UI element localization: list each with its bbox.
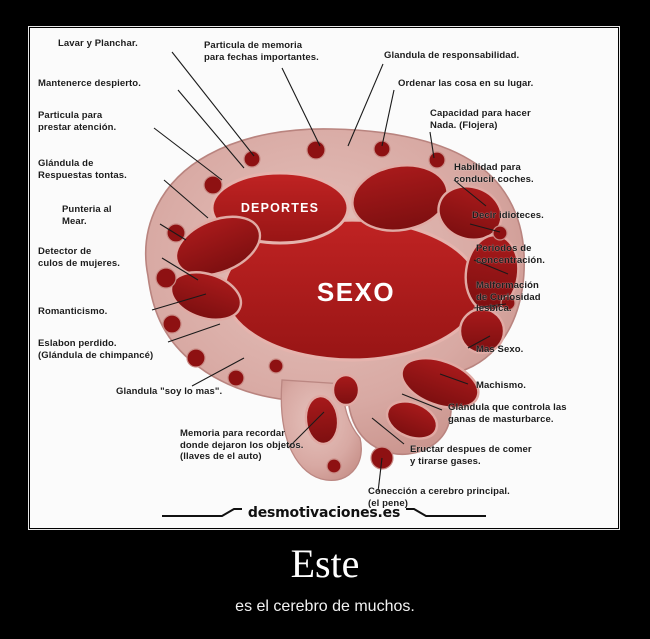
callout-ordenar-las-cosas: Ordenar las cosa en su lugar. [398,78,534,89]
callout-romanticismo: Romanticismo. [38,306,108,317]
callout-particula-memoria-fechas: Particula de memoria para fechas importa… [204,40,319,63]
callout-periodos-concentracion: Periodos de concentración. [476,243,545,266]
callout-conexion-cerebro-principal: Conección a cerebro principal. (el pene) [368,486,510,509]
callout-punteria-al-mear: Punteria al Mear. [62,204,112,227]
poster-subtitle: es el cerebro de muchos. [235,598,415,615]
callout-malformacion-curiosidad-lesbica: Malformación de Curiosidad lesbica. [476,280,541,314]
callout-capacidad-hacer-nada: Capacidad para hacer Nada. (Flojera) [430,108,531,131]
callout-glandula-responsabilidad: Glandula de responsabilidad. [384,50,520,61]
callout-particula-prestar-atencion: Particula para prestar atención. [38,110,117,133]
callout-habilidad-conducir-coches: Habilidad para conducir coches. [454,162,534,185]
callout-decir-idioteces: Decir idioteces. [472,210,544,221]
callout-eructar-gases: Eructar despues de comer y tirarse gases… [410,444,532,467]
callout-glandula-masturbarse: Glándula que controla las ganas de mastu… [448,402,567,425]
callout-mantenerse-despierto: Mantenerce despierto. [38,78,141,89]
flourish-left-icon [161,508,242,517]
flourish-right-icon [406,508,487,517]
callout-glandula-respuestas-tontas: Glándula de Respuestas tontas. [38,158,127,181]
callout-detector-culos-mujeres: Detector de culos de mujeres. [38,246,120,269]
callout-lavar-y-planchar: Lavar y Planchar. [58,38,138,49]
callout-glandula-soy-lo-mas: Glandula "soy lo mas". [116,386,223,397]
callout-eslabon-perdido: Eslabon perdido. (Glándula de chimpancé) [38,338,154,361]
image-area: DEPORTES SEXO [30,28,618,528]
region-label-deportes: DEPORTES [241,201,319,215]
region-label-sexo: SEXO [317,277,395,307]
caption-block: Este es el cerebro de muchos. [0,534,650,618]
watermark-text: desmotivaciones.es [247,505,401,521]
callout-mas-sexo: Mas Sexo. [476,344,524,355]
callout-memoria-objetos: Memoria para recordar donde dejaron los … [180,428,304,462]
watermark: desmotivaciones.es [30,502,618,524]
poster-title: Este [290,541,360,586]
callout-machismo: Machismo. [476,380,526,391]
